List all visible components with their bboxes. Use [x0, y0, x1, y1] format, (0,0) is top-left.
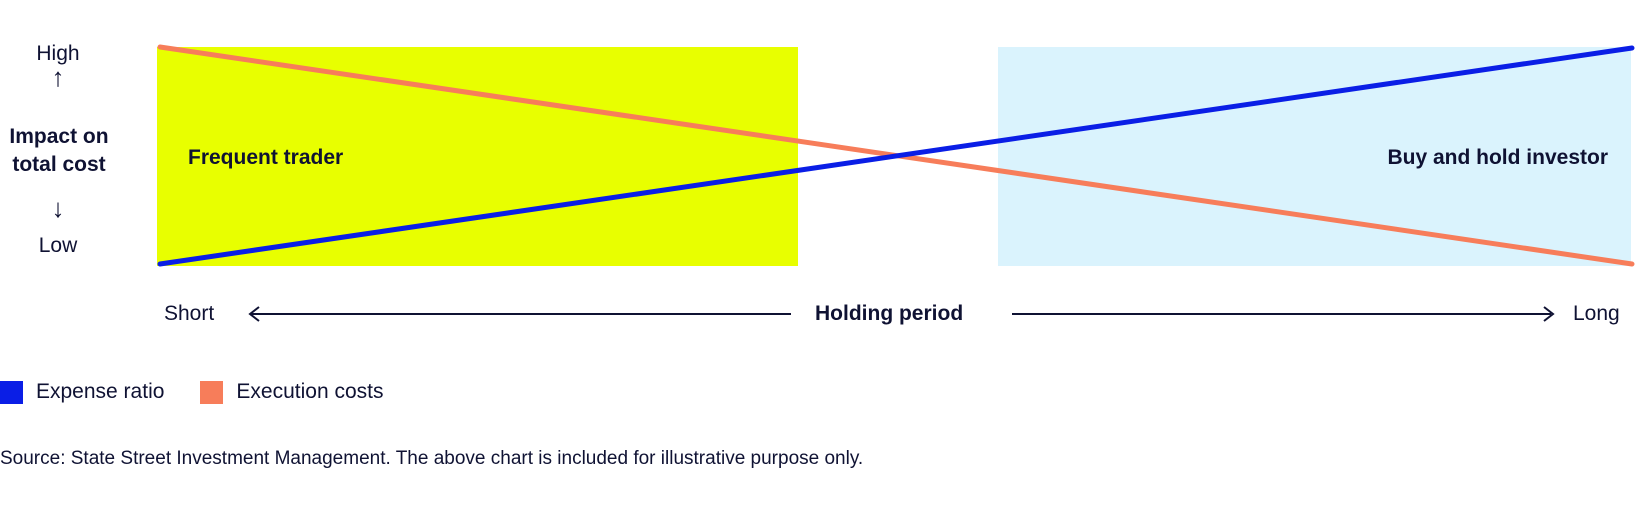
arrow-right-icon	[1012, 306, 1555, 322]
expense-ratio-line	[157, 45, 1635, 267]
y-axis-title-line1: Impact on	[9, 125, 109, 148]
legend: Expense ratio Execution costs	[0, 380, 384, 404]
y-axis-title: Impact on total cost	[0, 123, 118, 179]
legend-label-execution-costs: Execution costs	[236, 380, 384, 403]
buy-and-hold-region	[998, 47, 1631, 266]
arrow-up-icon: ↑	[51, 62, 65, 92]
x-axis-long-label: Long	[1573, 302, 1620, 325]
y-axis-high-label: High	[36, 42, 80, 65]
y-axis-title-line2: total cost	[12, 153, 106, 176]
x-axis-short-label: Short	[164, 302, 215, 325]
legend-swatch-execution-costs	[200, 380, 224, 404]
frequent-trader-region	[157, 47, 798, 266]
arrow-left-icon	[248, 306, 791, 322]
buy-and-hold-label: Buy and hold investor	[1387, 146, 1608, 169]
arrow-down-icon: ↓	[51, 193, 65, 223]
x-axis-title: Holding period	[815, 302, 964, 325]
plot-area	[157, 44, 1635, 267]
y-axis-low-label: Low	[38, 234, 78, 257]
legend-label-expense-ratio: Expense ratio	[36, 380, 165, 403]
frequent-trader-label: Frequent trader	[188, 146, 344, 169]
source-note: Source: State Street Investment Manageme…	[0, 448, 864, 469]
legend-swatch-expense-ratio	[0, 380, 23, 404]
